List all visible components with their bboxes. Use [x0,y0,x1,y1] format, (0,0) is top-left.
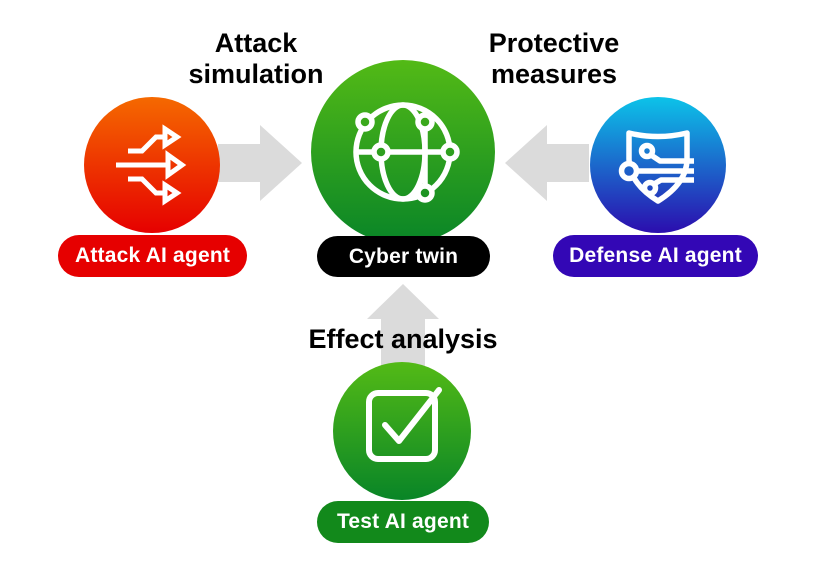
effect-analysis-label: Effect analysis [308,324,498,354]
cyber-twin-agent: Cyber twin [311,60,495,277]
attack-agent-pill: Attack AI agent [58,235,247,277]
test-agent-pill: Test AI agent [317,501,489,543]
arrow-right-icon [218,125,302,201]
connected-globe-icon [311,60,495,244]
test-agent: Test AI agent [317,362,489,543]
cyber-twin-pill: Cyber twin [317,236,490,277]
defense-agent-pill: Defense AI agent [553,235,758,277]
circuit-shield-icon [590,97,726,233]
arrow-up-icon [367,284,439,368]
cyber-twin-label: Cyber twin [348,244,459,268]
arrow-left-icon [505,125,589,201]
defense-agent-label: Defense AI agent [569,244,742,267]
forward-arrows-icon [84,97,220,233]
attack-agent-label: Attack AI agent [74,244,231,267]
checkmark-box-icon [333,362,471,500]
attack-agent: Attack AI agent [58,97,247,277]
attack-simulation-label: Attack simulation [188,28,324,89]
test-agent-label: Test AI agent [336,510,470,533]
defense-agent: Defense AI agent [553,97,758,277]
protective-measures-label: Protective measures [488,28,620,89]
